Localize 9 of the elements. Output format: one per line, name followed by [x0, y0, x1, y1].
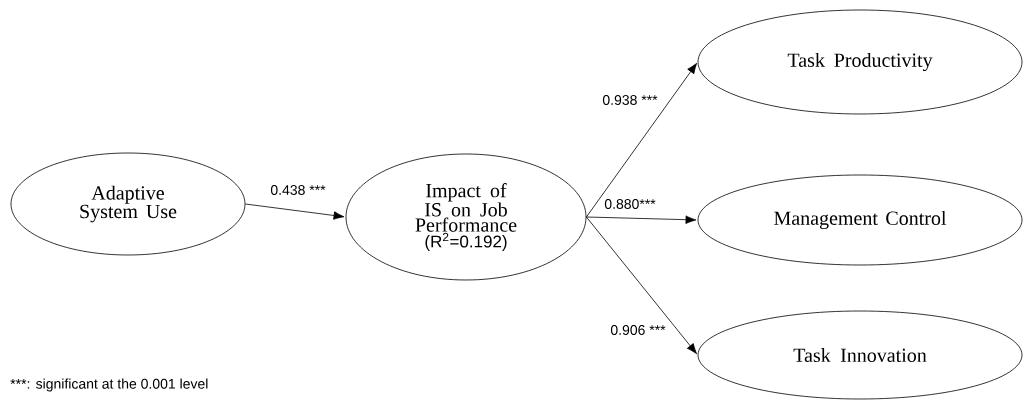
- arrow: [586, 216, 697, 355]
- edge-label: 0.438 ***: [269, 184, 327, 196]
- footnote: ***: significant at the 0.001 level: [10, 378, 208, 392]
- edge-label: 0.906 ***: [609, 324, 667, 336]
- edge-label: 0.880***: [603, 198, 657, 210]
- arrow: [245, 203, 345, 220]
- arrow: [586, 62, 698, 218]
- edge-label: 0.938 ***: [601, 94, 659, 106]
- arrow: [586, 215, 697, 224]
